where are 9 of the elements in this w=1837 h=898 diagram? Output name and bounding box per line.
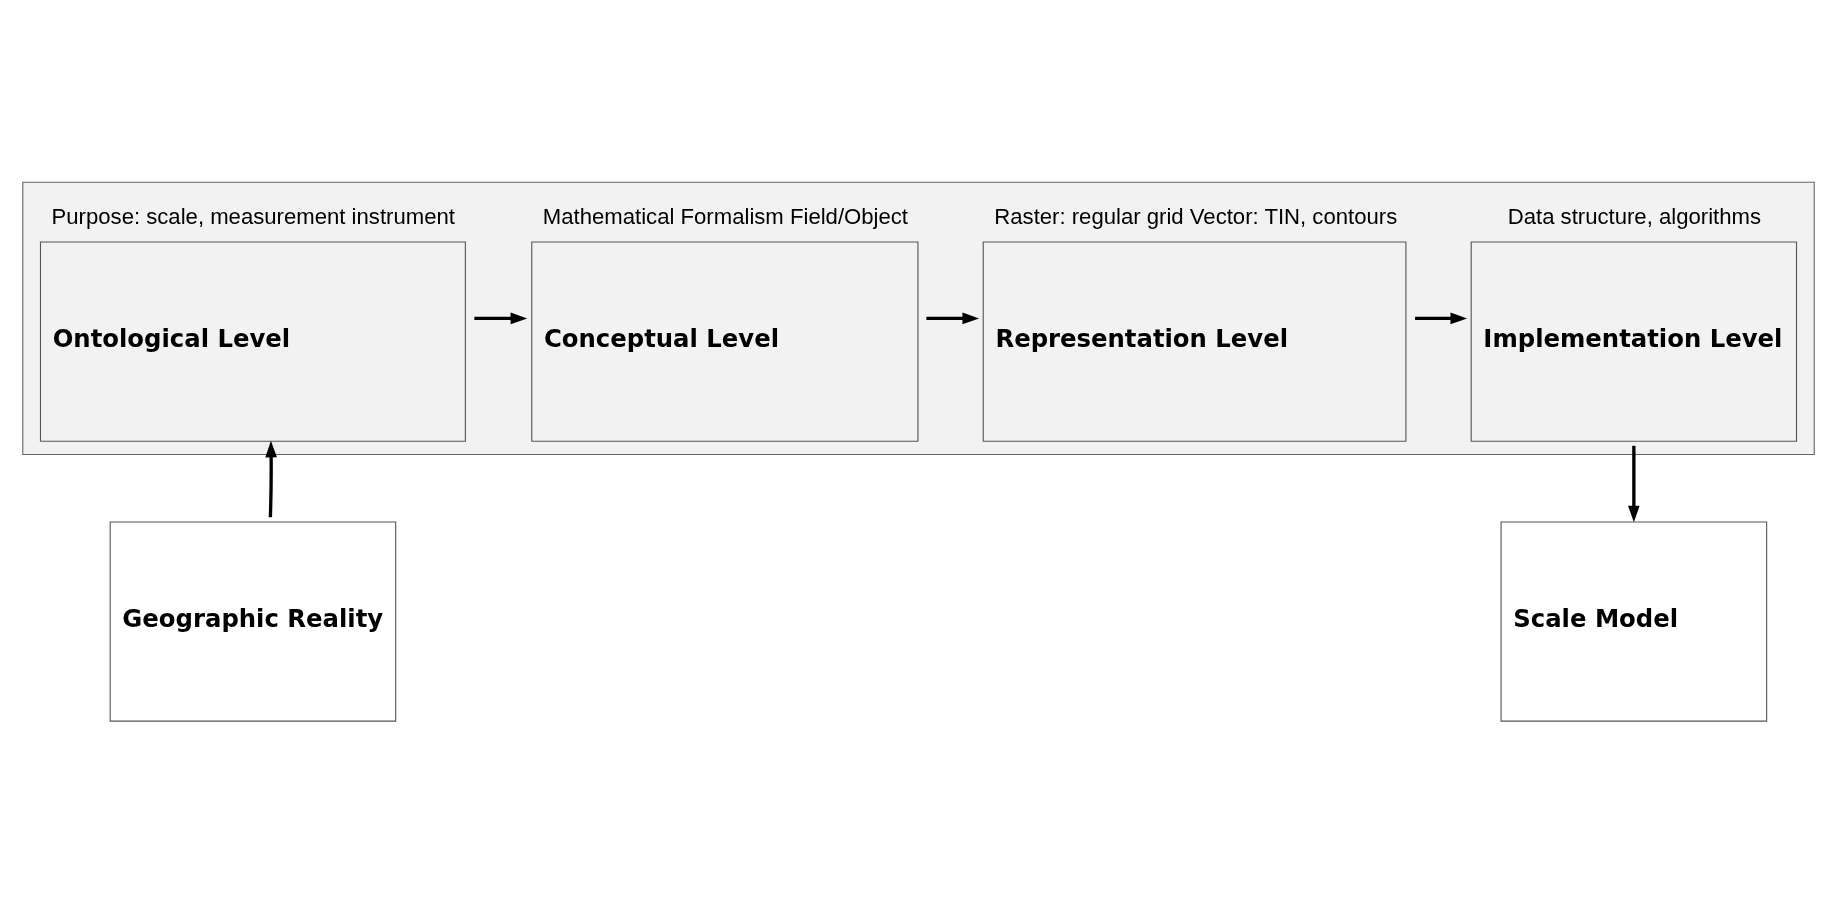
node-label: Raster: regular grid Vector: TIN, contours [994, 203, 1398, 229]
arrow [926, 312, 980, 324]
node-label: Mathematical Formalism Field/Object [542, 203, 909, 229]
arrow [1628, 445, 1640, 522]
arrow [265, 440, 277, 517]
arrow [1415, 312, 1468, 324]
arrow [474, 312, 528, 324]
node-label: Data structure, algorithms [1507, 203, 1762, 229]
node-label: Purpose: scale, measurement instrument [51, 203, 455, 229]
